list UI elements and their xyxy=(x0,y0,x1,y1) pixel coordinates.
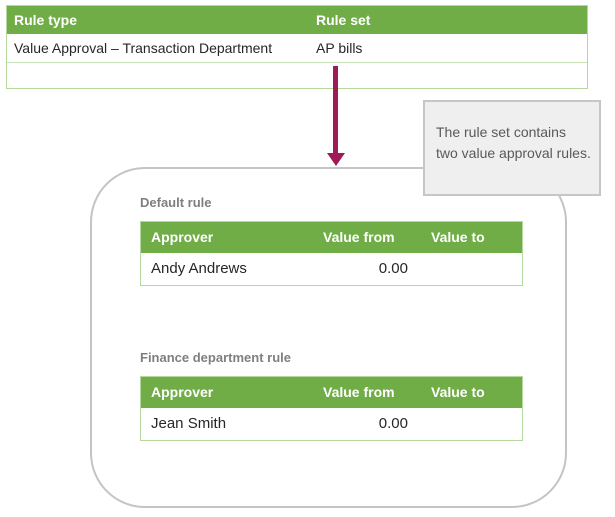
rule-set-table-header-row: Rule type Rule set xyxy=(7,6,587,34)
finance-rule-header-row: Approver Value from Value to xyxy=(141,377,522,408)
rule-type-column-header: Rule type xyxy=(14,12,78,28)
rule-set-column-header: Rule set xyxy=(316,12,371,28)
callout-text: The rule set contains two value approval… xyxy=(436,124,591,161)
value-from-cell: 0.00 xyxy=(378,415,408,432)
rule-set-table: Rule type Rule set Value Approval – Tran… xyxy=(6,5,588,89)
value-to-cell xyxy=(421,253,522,285)
empty-rule-type-cell xyxy=(7,63,309,88)
approver-column-header: Approver xyxy=(151,384,214,400)
value-to-cell xyxy=(421,408,522,440)
rule-type-cell: Value Approval – Transaction Department xyxy=(14,40,273,56)
callout-box: The rule set contains two value approval… xyxy=(423,100,601,196)
value-to-column-header: Value to xyxy=(431,229,485,245)
approver-cell: Andy Andrews xyxy=(151,260,247,277)
rule-set-cell: AP bills xyxy=(316,40,363,56)
rule-set-table-empty-row xyxy=(7,63,587,88)
down-arrow-head-icon xyxy=(327,153,345,166)
value-from-column-header: Value from xyxy=(323,229,395,245)
rule-set-detail-container xyxy=(90,167,567,508)
empty-rule-set-cell xyxy=(309,63,587,88)
approver-column-header: Approver xyxy=(151,229,214,245)
finance-rule-row: Jean Smith 0.00 xyxy=(141,408,522,440)
down-arrow xyxy=(333,66,338,154)
default-rule-header-row: Approver Value from Value to xyxy=(141,222,522,253)
value-to-column-header: Value to xyxy=(431,384,485,400)
value-from-cell: 0.00 xyxy=(378,260,408,277)
finance-rule-table: Approver Value from Value to Jean Smith … xyxy=(140,376,523,441)
rule-set-table-row: Value Approval – Transaction Department … xyxy=(7,34,587,63)
default-rule-label: Default rule xyxy=(140,195,212,210)
default-rule-table: Approver Value from Value to Andy Andrew… xyxy=(140,221,523,286)
approver-cell: Jean Smith xyxy=(151,415,227,432)
finance-rule-label: Finance department rule xyxy=(140,350,291,365)
value-from-column-header: Value from xyxy=(323,384,395,400)
default-rule-row: Andy Andrews 0.00 xyxy=(141,253,522,285)
